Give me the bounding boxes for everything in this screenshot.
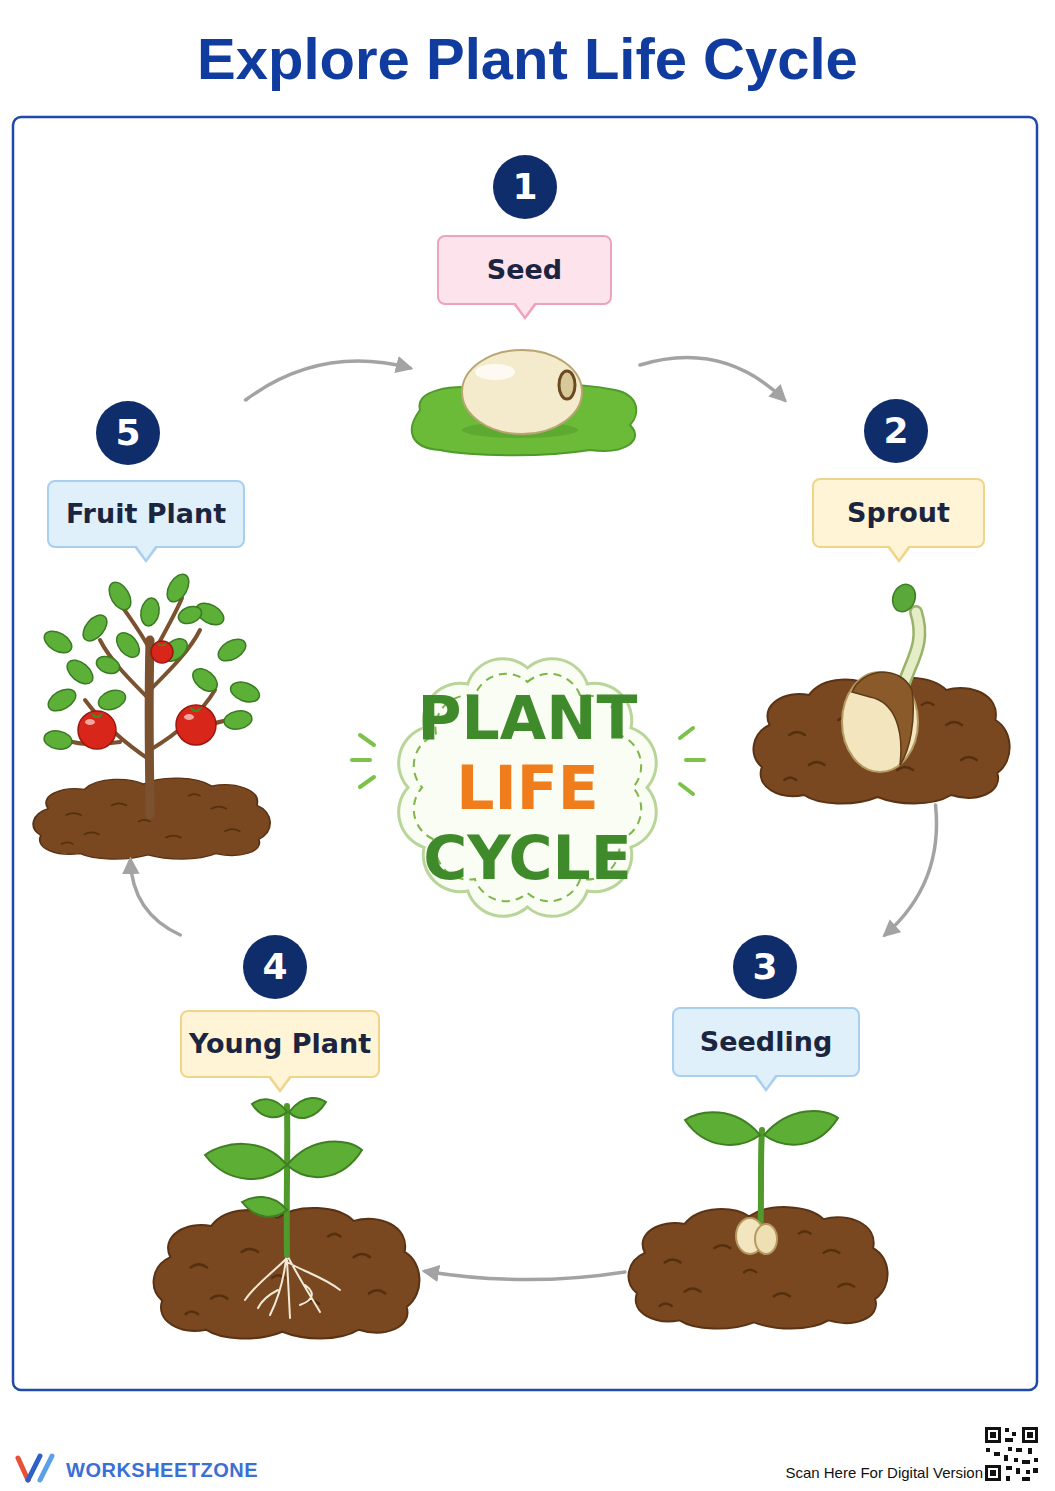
tree-leaves [41,571,263,752]
cloud-border [399,659,657,917]
seedling-leaf [764,1111,838,1145]
qr-note: Scan Here For Digital Version [765,1463,983,1483]
cloud-word: PLANT [418,683,638,753]
diagram-title: Explore Plant Life Cycle [0,22,1055,96]
plant-leaf [252,1099,287,1117]
stage-name: Fruit Plant [66,498,226,530]
cloud-word: CYCLE [423,823,632,893]
stage-group: Sprout [750,400,1015,805]
speech-bubble: Fruit Plant [47,480,245,548]
brand-name: WORKSHEETZONE [66,1457,258,1483]
callout-number: 2 [864,399,928,463]
plant-stem [284,1106,291,1255]
seed-highlight [475,364,515,380]
cycle-arrow [425,1271,625,1279]
stage-name: Seedling [700,1026,832,1058]
speech-bubble: Seed [437,235,612,305]
speech-bubble: Seedling [672,1007,860,1077]
cycle-arrow [130,860,180,935]
young-plant-illustration [154,1098,420,1339]
soil-mound [629,1207,888,1329]
fruit-plant-illustration [33,571,270,860]
stage-name: Seed [487,254,562,286]
stage-name: Young Plant [189,1028,371,1060]
seed-half [755,1224,777,1254]
seed-coat [852,672,913,765]
cycle-arrow [640,358,785,400]
tomatoes [78,641,216,749]
callout-number: 5 [96,401,160,465]
outer-frame [13,117,1037,1390]
cloud-dashed-border [414,674,641,901]
cycle-arrow [885,805,937,935]
speech-bubble: Young Plant [180,1010,380,1078]
sprout-leaf [889,581,919,615]
cycle-arrow [246,361,410,400]
seedling-illustration [629,1111,888,1329]
sprout-seed [842,672,918,772]
center-cloud: PLANTLIFECYCLE [380,640,675,935]
tree-trunk [145,640,155,815]
cloud-text-stack: PLANTLIFECYCLE [380,640,675,935]
logo-mark [18,1456,52,1480]
plant-leaf [242,1197,287,1217]
speech-bubble: Sprout [812,478,985,548]
seedling-leaf [685,1112,760,1145]
seed-hilum [559,371,575,399]
callout-number: 3 [733,935,797,999]
seed-illustration [412,350,636,455]
qr-code [985,1427,1038,1481]
seed-bean [462,350,582,434]
cloud-word: LIFE [456,753,599,823]
plant-leaf [289,1098,326,1118]
callout-number: 4 [243,935,307,999]
stage-group: Fruit Plant [30,400,275,860]
callout-number: 1 [493,155,557,219]
stage-name: Sprout [847,497,950,529]
plant-leaf [205,1144,287,1179]
plant-leaf [287,1141,362,1177]
sprout-illustration [754,581,1010,803]
plant-roots [245,1250,340,1318]
